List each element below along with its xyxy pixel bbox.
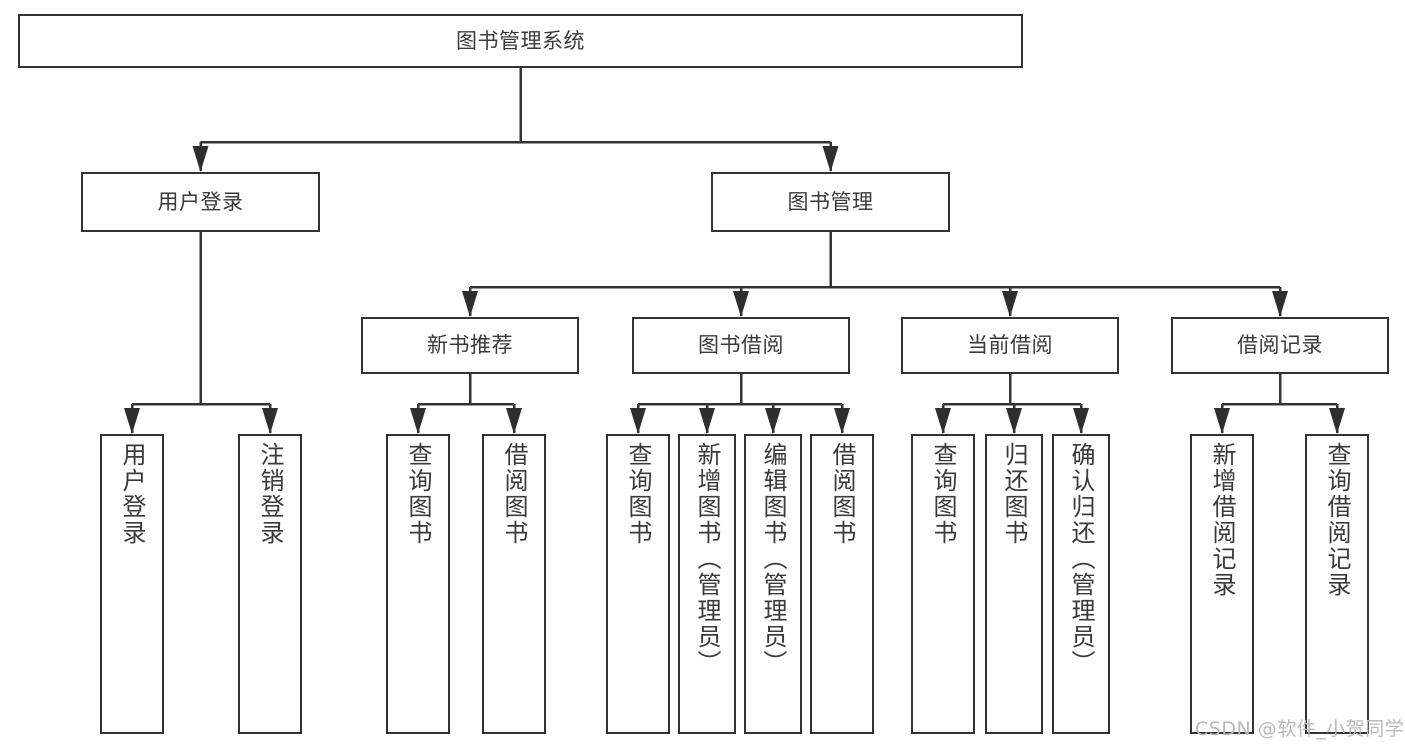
leaf-query-book-1-label: 查询图书 [404,442,432,546]
leaf-query-book-3[interactable]: 查询图书 [911,434,975,734]
node-root-label: 图书管理系统 [456,28,585,53]
node-user-login[interactable]: 用户登录 [81,172,320,232]
leaf-user-logout-label: 注销登录 [256,442,284,546]
leaf-query-book-1[interactable]: 查询图书 [386,434,450,734]
leaf-borrow-book-1[interactable]: 借阅图书 [482,434,546,734]
node-new-book-recommend[interactable]: 新书推荐 [361,317,579,374]
leaf-confirm-return[interactable]: 确认归还（管理员） [1052,434,1110,734]
leaf-add-borrow-record-label: 新增借阅记录 [1208,442,1236,598]
leaf-return-book-label: 归还图书 [1000,442,1028,546]
leaf-query-book-3-label: 查询图书 [929,442,957,546]
node-user-login-label: 用户登录 [157,189,244,214]
leaf-borrow-book-1-label: 借阅图书 [500,442,528,546]
node-book-manage[interactable]: 图书管理 [711,172,950,232]
leaf-confirm-return-label: 确认归还（管理员） [1067,442,1095,676]
node-book-borrow-label: 图书借阅 [698,333,784,358]
node-root[interactable]: 图书管理系统 [18,14,1023,68]
node-new-book-recommend-label: 新书推荐 [427,333,513,358]
leaf-add-borrow-record[interactable]: 新增借阅记录 [1190,434,1254,734]
node-borrow-record[interactable]: 借阅记录 [1171,317,1389,374]
node-current-borrow[interactable]: 当前借阅 [901,317,1119,374]
leaf-user-login[interactable]: 用户登录 [100,434,164,734]
leaf-query-book-2[interactable]: 查询图书 [606,434,670,734]
node-borrow-record-label: 借阅记录 [1237,333,1323,358]
leaf-return-book[interactable]: 归还图书 [985,434,1043,734]
leaf-query-borrow-record[interactable]: 查询借阅记录 [1305,434,1369,734]
leaf-query-book-2-label: 查询图书 [624,442,652,546]
leaf-borrow-book-2-label: 借阅图书 [828,442,856,546]
leaf-edit-book-label: 编辑图书（管理员） [759,442,787,676]
node-book-manage-label: 图书管理 [787,189,874,214]
leaf-user-logout[interactable]: 注销登录 [238,434,302,734]
csdn-watermark: CSDN @软件_小贺同学 [1195,718,1405,740]
leaf-borrow-book-2[interactable]: 借阅图书 [810,434,874,734]
leaf-add-book[interactable]: 新增图书（管理员） [678,434,736,734]
leaf-edit-book[interactable]: 编辑图书（管理员） [744,434,802,734]
node-book-borrow[interactable]: 图书借阅 [632,317,850,374]
leaf-user-login-label: 用户登录 [118,442,146,546]
leaf-query-borrow-record-label: 查询借阅记录 [1323,442,1351,598]
node-current-borrow-label: 当前借阅 [967,333,1053,358]
leaf-add-book-label: 新增图书（管理员） [693,442,721,676]
